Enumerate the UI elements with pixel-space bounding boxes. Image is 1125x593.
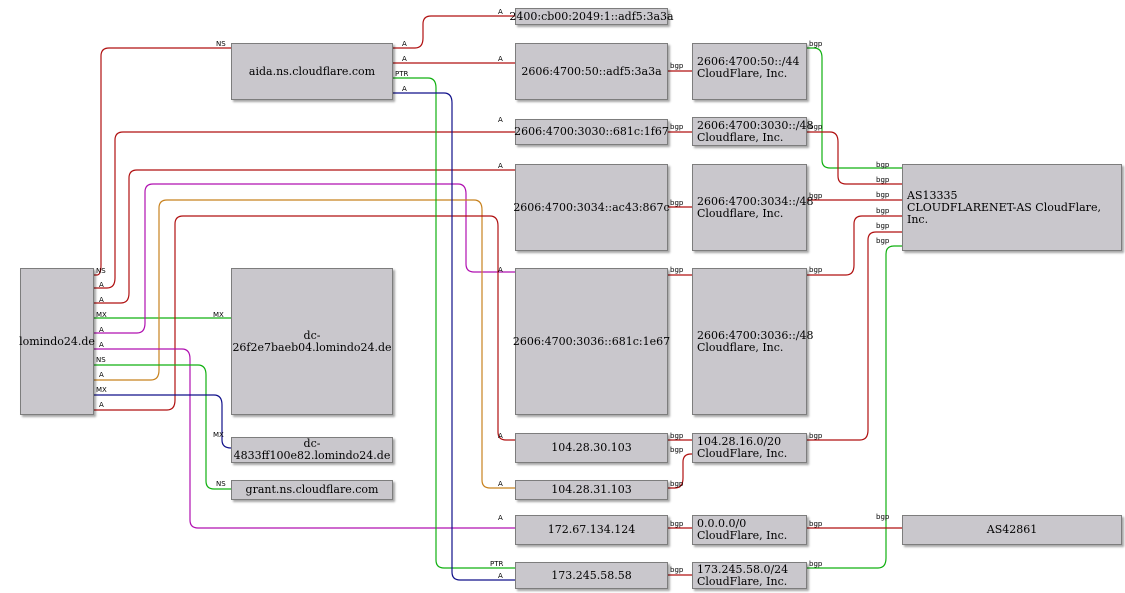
edge-lomindo-a-104-31 [93,199,515,489]
label-a-3034: A [498,162,503,170]
label-bgp-6: bgp [670,446,684,454]
edge-bgp-net50-as [807,47,902,169]
label-bgp-9: bgp [670,566,684,574]
label-bgp-10: bgp [809,40,823,48]
label-lomindo-a-5: A [99,371,104,379]
edge-lomindo-ns-grant [93,364,231,490]
edge-bgp-net173-as [807,245,902,569]
node-net-104[interactable]: 104.28.16.0/20 CloudFlare, Inc. [692,433,807,463]
node-as42861[interactable]: AS42861 [902,515,1122,545]
label-a-aida-2: A [402,55,407,63]
label-bgp-as-3: bgp [876,191,890,199]
edge-lomindo-ns-aida [93,47,231,276]
node-lomindo24[interactable]: lomindo24.de [19,268,95,415]
label-lomindo-a-6: A [99,401,104,409]
label-lomindo-a-3: A [99,326,104,334]
label-a-104-31: A [498,480,503,488]
label-bgp-14: bgp [809,432,823,440]
edge-bgp-ip104b-net104 [667,453,692,489]
node-net-3034[interactable]: 2606:4700:3034::/48 Cloudflare, Inc. [692,164,814,251]
label-bgp-13: bgp [809,266,823,274]
label-a-3036: A [498,266,503,274]
edge-bgp-net104-as [807,231,902,441]
node-net-0[interactable]: 0.0.0.0/0 CloudFlare, Inc. [692,515,807,545]
label-a-aida-3: A [402,85,407,93]
node-ip-104-28-30-103[interactable]: 104.28.30.103 [515,433,668,463]
label-a-104-30: A [498,432,503,440]
edge-lomindo-a-3034 [93,169,515,304]
label-a-172: A [498,514,503,522]
node-net-3036[interactable]: 2606:4700:3036::/48 Cloudflare, Inc. [692,268,814,415]
edge-lomindo-a-172 [93,348,515,529]
label-bgp-5: bgp [670,432,684,440]
edge-aida-a-173 [393,92,515,581]
label-bgp-4: bgp [670,266,684,274]
edge-aida-ptr-173 [393,77,515,569]
label-mx-dc1: MX [213,311,224,319]
label-bgp-1: bgp [670,62,684,70]
node-ip-104-28-31-103[interactable]: 104.28.31.103 [515,480,668,500]
node-net-2606-50[interactable]: 2606:4700:50::/44 CloudFlare, Inc. [692,43,807,100]
label-ns-aida: NS [216,40,226,48]
label-bgp-12: bgp [809,192,823,200]
edge-bgp-net3036-as [807,215,902,276]
label-ptr-aida: PTR [395,70,409,78]
node-ip-173-245[interactable]: 173.245.58.58 [515,562,668,589]
node-ip-172-67[interactable]: 172.67.134.124 [515,515,668,545]
label-bgp-as-2: bgp [876,176,890,184]
edge-lomindo-a-3036 [93,183,515,334]
label-bgp-15: bgp [809,520,823,528]
label-lomindo-mx-1: MX [96,311,107,319]
label-bgp-7: bgp [670,480,684,488]
label-bgp-as-4: bgp [876,207,890,215]
label-ns-grant: NS [216,480,226,488]
label-bgp-3: bgp [670,199,684,207]
label-lomindo-a-2: A [99,296,104,304]
node-net-173[interactable]: 173.245.58.0/24 CloudFlare, Inc. [692,562,807,589]
label-a-2606-50: A [498,55,503,63]
label-a-173: A [498,572,503,580]
label-lomindo-ns-1: NS [96,267,106,275]
label-bgp-2: bgp [670,123,684,131]
node-net-3030[interactable]: 2606:4700:3030::/48 Cloudflare, Inc. [692,117,814,146]
label-lomindo-ns-2: NS [96,356,106,364]
label-bgp-as42861: bgp [876,513,890,521]
edge-lomindo-a-104-30 [93,215,515,441]
edge-lomindo-a-3030 [93,131,515,289]
label-lomindo-a-1: A [99,281,104,289]
label-lomindo-mx-2: MX [96,386,107,394]
node-dc-26f2e7baeb04[interactable]: dc-26f2e7baeb04.lomindo24.de [231,268,393,415]
node-aida-ns[interactable]: aida.ns.cloudflare.com [231,43,393,100]
label-bgp-as-1: bgp [876,161,890,169]
node-ip-2400[interactable]: 2400:cb00:2049:1::adf5:3a3a [509,8,674,25]
node-grant-ns[interactable]: grant.ns.cloudflare.com [231,480,393,500]
edge-bgp-net3030-as [807,131,902,185]
label-ptr-173: PTR [490,560,504,568]
label-bgp-11: bgp [809,123,823,131]
edge-lomindo-mx-dc2 [93,394,232,449]
label-a-3030: A [498,116,503,124]
node-as13335[interactable]: AS13335 CLOUDFLARENET-AS CloudFlare, Inc… [902,164,1122,251]
label-a-aida-1: A [402,40,407,48]
node-dc-4833ff100e82[interactable]: dc-4833ff100e82.lomindo24.de [231,437,393,463]
label-lomindo-a-4: A [99,341,104,349]
label-bgp-8: bgp [670,520,684,528]
node-ip-2606-3034[interactable]: 2606:4700:3034::ac43:867c [513,164,670,251]
node-ip-2606-3036[interactable]: 2606:4700:3036::681c:1e67 [513,268,670,415]
node-ip-2606-50[interactable]: 2606:4700:50::adf5:3a3a [515,43,668,100]
label-bgp-as-6: bgp [876,237,890,245]
node-ip-2606-3030[interactable]: 2606:4700:3030::681c:1f67 [514,119,669,145]
label-bgp-16: bgp [809,560,823,568]
label-mx-dc2: MX [213,431,224,439]
label-bgp-as-5: bgp [876,222,890,230]
label-a-2400: A [498,8,503,16]
edge-aida-a-2400 [393,15,515,49]
